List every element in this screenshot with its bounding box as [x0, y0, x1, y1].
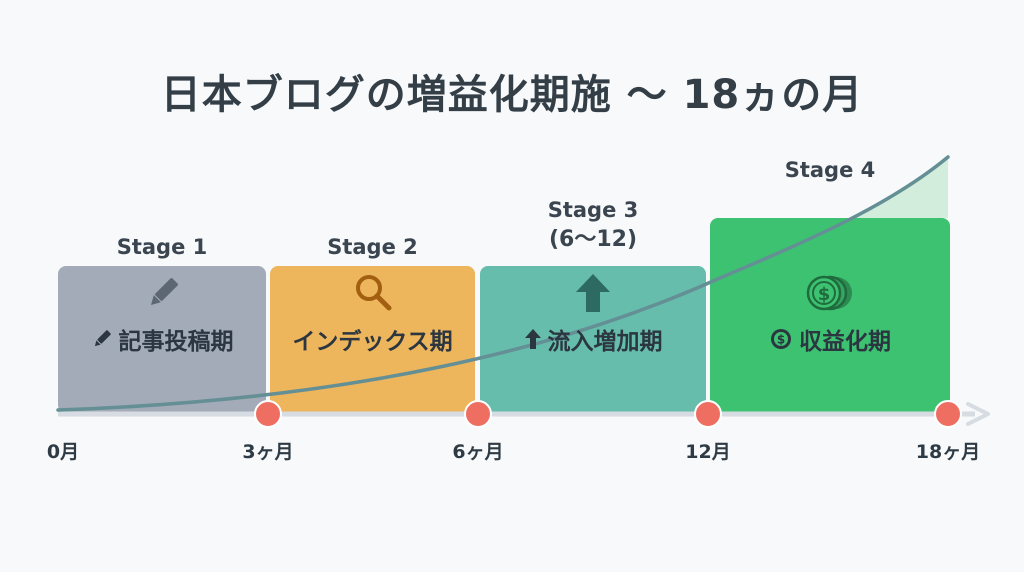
milestone-marker-6m — [464, 400, 492, 428]
magnifier-icon — [356, 275, 392, 311]
stage-2-label: Stage 2 — [327, 235, 418, 259]
arrow-up-icon — [576, 274, 610, 312]
stage-4-box — [710, 218, 950, 413]
stage-3-sublabel: (6〜12) — [548, 227, 638, 252]
milestone-marker-18m — [934, 400, 962, 428]
milestone-marker-3m — [254, 400, 282, 428]
pencil-icon — [150, 278, 178, 306]
tick-0m: 0月 — [46, 441, 80, 463]
stage-3-name: 流入増加期 — [547, 329, 663, 355]
stage-1-text: 記事投稿期 — [58, 322, 266, 356]
stage-4-text: $ 収益化期 — [710, 322, 950, 356]
diagram-title: 日本ブログの増益化期施 〜 18ヵの月 — [160, 72, 864, 118]
stage-2-text: インデックス期 — [270, 322, 475, 356]
stage-2-name: インデックス期 — [292, 329, 453, 355]
svg-text:$: $ — [818, 284, 831, 305]
arrow-up-small-icon — [524, 329, 541, 349]
coins-icon: $ — [806, 275, 852, 311]
growth-area-fill — [850, 157, 948, 218]
milestone-marker-12m — [694, 400, 722, 428]
tick-6m: 6ヶ月 — [452, 441, 504, 463]
growth-curve — [56, 155, 950, 412]
tick-3m: 3ヶ月 — [242, 441, 294, 463]
timeline-axis-arrow — [966, 402, 990, 426]
stage-1-label: Stage 1 — [116, 235, 208, 259]
tick-18m: 18ヶ月 — [915, 441, 981, 463]
stage-3-text: 流入増加期 — [480, 322, 706, 356]
stage-1-name: 記事投稿期 — [118, 329, 234, 355]
svg-text:$: $ — [777, 333, 785, 347]
stage-3-label: Stage 3 (6〜12) — [480, 196, 706, 254]
coin-small-icon: $ — [771, 329, 791, 349]
stage-3-label-text: Stage 3 — [547, 198, 639, 222]
stage-4-label: Stage 4 — [784, 158, 876, 182]
pencil-small-icon — [94, 330, 111, 347]
stage-4-name: 収益化期 — [799, 329, 891, 355]
tick-12m: 12月 — [685, 441, 731, 463]
